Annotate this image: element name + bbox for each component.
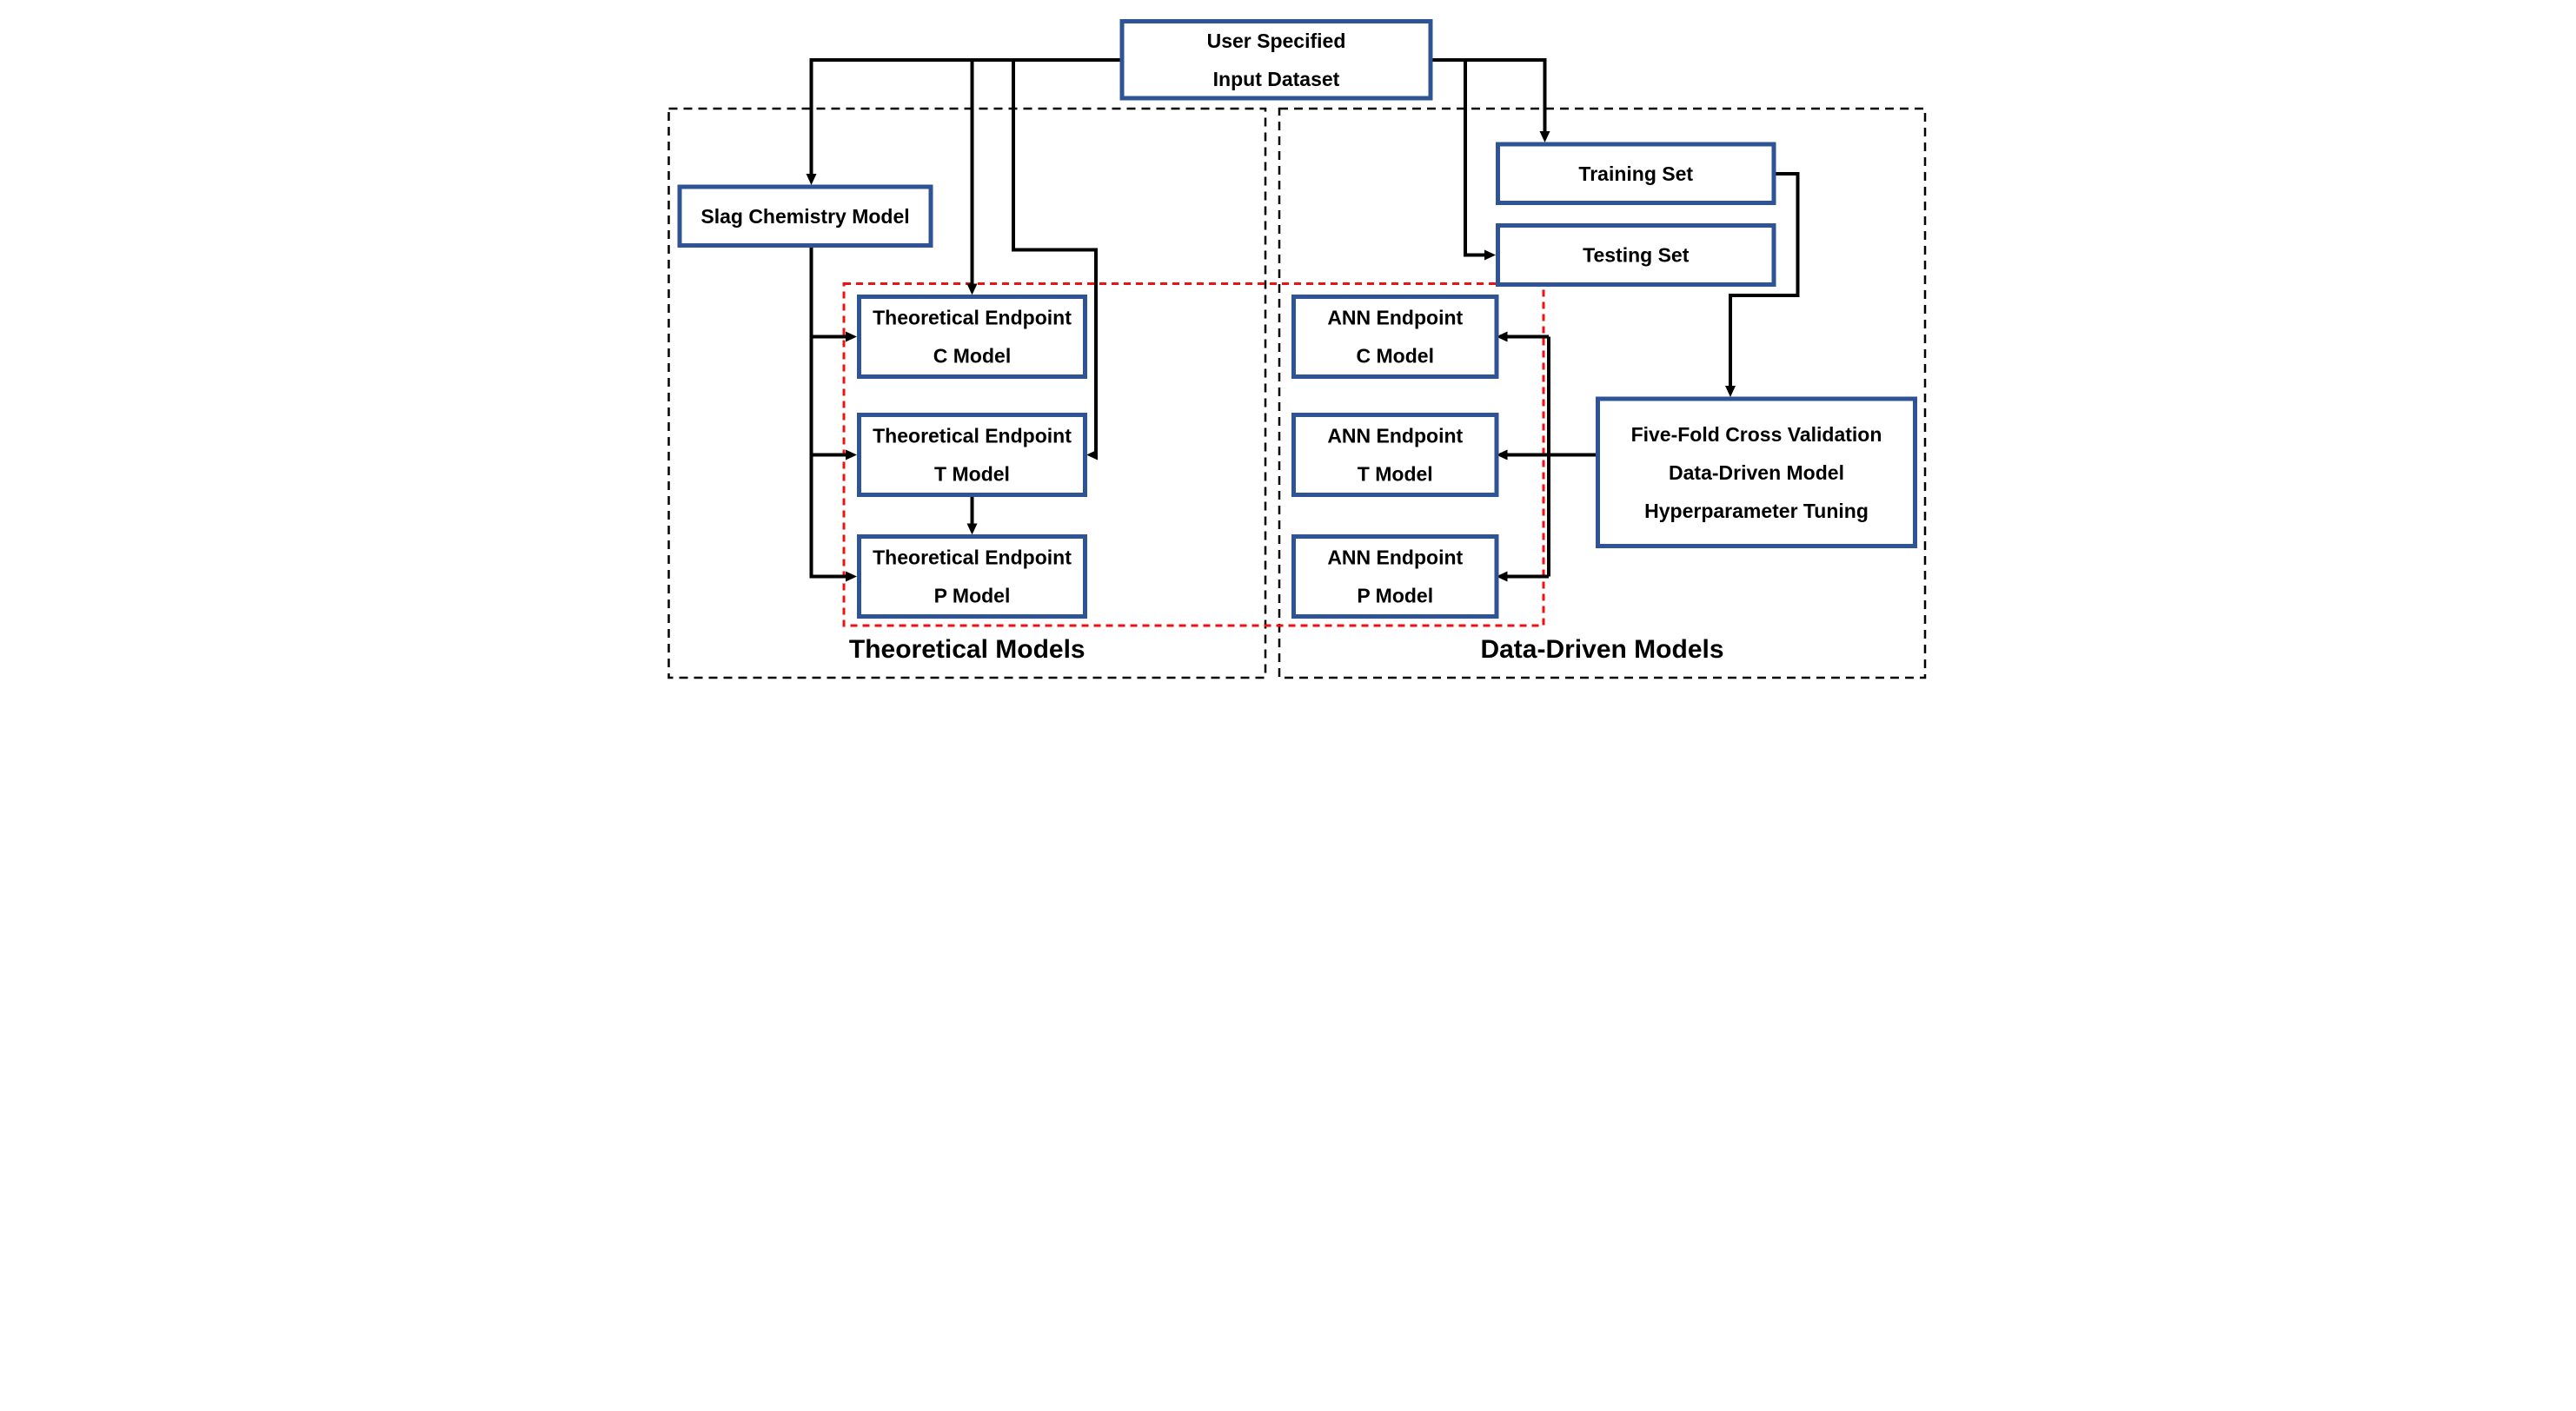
slag-chemistry-box [677, 184, 933, 248]
five-fold-label-line3: Hyperparameter Tuning [1644, 500, 1869, 522]
data-driven-region-border [1278, 107, 1927, 679]
connectors [806, 58, 1800, 582]
theoretical-t-label-line2: T Model [934, 463, 1010, 486]
ann-p-label-line1: ANN Endpoint [1327, 547, 1463, 569]
testing-set-box [1496, 223, 1776, 287]
user-dataset-label-line2: Input Dataset [1213, 68, 1340, 90]
theoretical-c-label-line2: C Model [933, 345, 1011, 368]
ann-c-label-line1: ANN Endpoint [1327, 307, 1463, 329]
training-set-label: Training Set [1578, 162, 1693, 185]
theoretical-c-label-line1: Theoretical Endpoint [873, 307, 1072, 329]
testing-set-label: Testing Set [1583, 244, 1690, 267]
ann-t-label-line1: ANN Endpoint [1327, 425, 1463, 447]
connector-training-to-five-fold [1725, 172, 1800, 397]
five-fold-label-line1: Five-Fold Cross Validation [1631, 423, 1882, 446]
flowchart-canvas: User Specified Input Dataset Slag Chemis… [667, 19, 1927, 679]
theoretical-p-label-line2: P Model [934, 585, 1011, 607]
theoretical-t-box [857, 413, 1087, 497]
connector-slag-to-theo-p [809, 245, 857, 582]
theoretical-region-border [667, 107, 1267, 679]
training-set-box [1496, 142, 1776, 205]
ann-t-label-line2: T Model [1358, 463, 1433, 486]
connector-dataset-to-theo-t [1012, 60, 1098, 460]
user-dataset-box [1119, 19, 1433, 101]
slag-chemistry-label: Slag Chemistry Model [700, 205, 909, 228]
data-driven-models-region-label: Data-Driven Models [1480, 635, 1723, 664]
ann-c-box [1291, 295, 1499, 379]
five-fold-box [1596, 396, 1917, 548]
theoretical-p-box [857, 534, 1087, 619]
ann-t-box [1291, 413, 1499, 497]
user-dataset-label-line1: User Specified [1207, 30, 1346, 52]
five-fold-label-line2: Data-Driven Model [1669, 461, 1844, 484]
flowchart-diagram: User Specified Input Dataset Slag Chemis… [644, 0, 1932, 706]
connector-dataset-to-testing [1464, 60, 1496, 261]
connector-dataset-to-slag [806, 58, 1122, 185]
theoretical-t-label-line1: Theoretical Endpoint [873, 425, 1072, 447]
connector-dataset-to-training [1431, 58, 1550, 142]
theoretical-models-region-label: Theoretical Models [849, 635, 1086, 664]
theoretical-c-box [857, 295, 1087, 379]
ann-p-box [1291, 534, 1499, 619]
theoretical-p-label-line1: Theoretical Endpoint [873, 547, 1072, 569]
ann-p-label-line2: P Model [1357, 585, 1433, 607]
ann-c-label-line2: C Model [1357, 345, 1434, 368]
